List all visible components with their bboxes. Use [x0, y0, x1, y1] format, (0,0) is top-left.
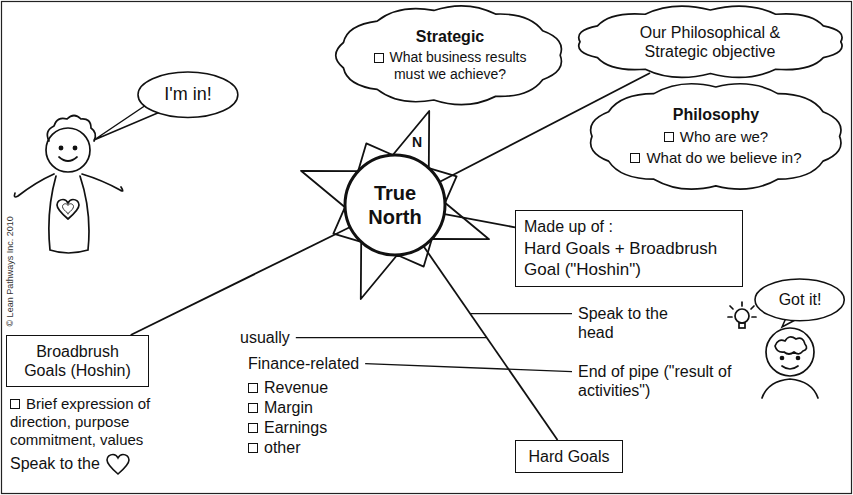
list-item: Margin — [248, 398, 313, 417]
node-text: What do we believe in? — [626, 149, 806, 167]
node-title: Philosophy — [626, 105, 806, 124]
person-body — [49, 176, 89, 253]
compass-letter: N — [412, 134, 422, 151]
heart-symbol — [106, 453, 130, 475]
thinking-person — [728, 302, 818, 398]
heart-symbol — [63, 204, 74, 214]
person-head — [766, 328, 814, 376]
node-text: Hard Goals + Broadbrush Goal ("Hoshin") — [524, 239, 734, 280]
bubble-tail — [94, 105, 160, 140]
node-text: Who are we? — [626, 128, 806, 146]
leader-line — [470, 313, 572, 314]
person-smile — [782, 366, 798, 369]
person-eye — [59, 146, 62, 149]
cloud-outline — [586, 81, 846, 192]
cloud-outline — [333, 4, 566, 106]
list-item: other — [248, 438, 300, 457]
speech-bubble: Got it! — [753, 277, 846, 323]
compass-star — [301, 111, 489, 299]
node-title: Strategic — [370, 27, 530, 46]
person-arm — [82, 174, 123, 191]
bubble-outline — [138, 72, 238, 117]
bubble-tail — [782, 318, 797, 327]
leader-line — [365, 364, 572, 372]
node-title: Our Philosophical & Strategic objective — [615, 23, 805, 61]
brain-symbol — [775, 337, 807, 354]
lightbulb-rays — [728, 302, 756, 317]
node-text: What business results must we achieve? — [370, 49, 530, 83]
compass-ring — [345, 155, 445, 255]
person-eye — [797, 357, 800, 360]
note-text: Speak to the — [10, 454, 100, 473]
goal-box: Hard Goals — [515, 440, 623, 473]
philosophy-cloud: PhilosophyWho are we? What do we believe … — [586, 81, 846, 192]
node-title: I'm in! — [157, 84, 219, 106]
heart-symbol — [107, 454, 129, 474]
node-title: Got it! — [773, 290, 827, 309]
leader-line — [296, 337, 487, 338]
list-item: Revenue — [248, 378, 328, 397]
objective-cloud: Our Philosophical & Strategic objective — [574, 4, 847, 79]
compass-circle: True North — [343, 153, 447, 257]
list-item: Earnings — [248, 418, 327, 437]
node-title: Hard Goals — [524, 447, 614, 466]
heart-symbol — [57, 200, 79, 220]
process-box: Made up of : Hard Goals + Broadbrush Goal… — [515, 210, 743, 287]
person-smile — [59, 157, 77, 161]
person-eye — [73, 146, 76, 149]
bubble-outline — [755, 279, 844, 321]
cloud-outline — [578, 6, 841, 77]
connector-line — [440, 73, 650, 182]
person-body — [762, 379, 818, 398]
goal-box: Broadbrush Goals (Hoshin) — [6, 335, 149, 387]
note-text: Finance-related — [248, 354, 359, 373]
connector-line — [445, 214, 515, 227]
node-title: True North — [350, 181, 440, 229]
copyright-text: © Lean Pathways Inc. 2010 — [5, 201, 16, 341]
circle-outline — [343, 153, 447, 257]
lightbulb-base — [739, 323, 745, 328]
person-hair — [47, 116, 95, 142]
note-text: Brief expression of direction, purpose c… — [10, 395, 210, 449]
bubble-outline — [136, 70, 240, 119]
person-arm — [14, 174, 54, 197]
note-text: End of pipe ("result of activities") — [578, 362, 738, 400]
note-text: usually — [240, 328, 290, 347]
person-figure — [14, 116, 122, 254]
speech-bubble: I'm in! — [136, 70, 240, 119]
strategic-cloud: StrategicWhat business results must we a… — [333, 4, 566, 106]
leader-lines — [296, 314, 572, 372]
person-eye — [781, 357, 784, 360]
person-head — [46, 128, 90, 172]
node-title: Made up of : — [524, 217, 734, 236]
connector-line — [131, 227, 350, 335]
connector-line — [424, 247, 558, 440]
cloud-outline — [591, 83, 841, 188]
lightbulb-symbol — [735, 309, 749, 323]
bubble-outline — [753, 277, 846, 323]
note-text: Speak to the head — [578, 304, 688, 342]
cloud-outline — [336, 6, 562, 105]
node-title: Broadbrush Goals (Hoshin) — [15, 342, 140, 380]
cloud-outline — [574, 4, 847, 79]
